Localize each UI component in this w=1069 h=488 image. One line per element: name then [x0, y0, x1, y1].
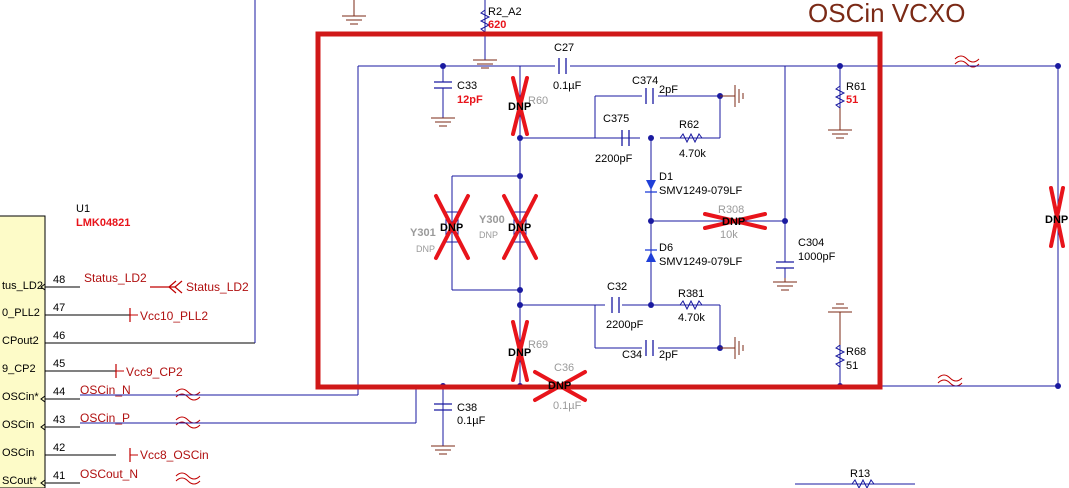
c36-value: 0.1µF: [553, 400, 582, 412]
y301-dnp: DNP: [440, 222, 463, 234]
vcxo-highlight-box: [315, 31, 883, 390]
r13-ref: R13: [850, 468, 870, 480]
varactor-d6-icon: [645, 249, 657, 262]
r69-ref: R69: [528, 339, 548, 351]
d1-ref: D1: [659, 171, 673, 183]
r381-ref: R381: [678, 288, 704, 300]
c32-value: 2200pF: [606, 319, 644, 331]
net-status-ld2: Status_LD2: [84, 271, 147, 285]
c34-value: 2pF: [659, 349, 678, 361]
varactor-d1-icon: [645, 180, 657, 193]
net-vcc10: Vcc10_PLL2: [140, 309, 208, 323]
pin-wires: [40, 283, 255, 487]
pin-43-num: 43: [53, 414, 65, 426]
right-dnp-label: DNP: [1045, 214, 1068, 226]
y301-ref: Y301: [410, 227, 436, 239]
net-vcc8: Vcc8_OSCin: [140, 448, 209, 462]
r2-ref: R2_A2: [488, 6, 522, 18]
diff-pair-icon: [175, 55, 980, 485]
pin-45-num: 45: [53, 358, 65, 370]
c27-value: 0.1µF: [553, 80, 582, 92]
c36-dnp: DNP: [548, 380, 571, 392]
c33-value: 12pF: [457, 94, 483, 106]
r308-dnp: DNP: [722, 216, 745, 228]
pin-47-num: 47: [53, 302, 65, 314]
capacitor-symbols: [434, 58, 794, 411]
pin-48-num: 48: [53, 274, 65, 286]
y301-value: DNP: [416, 244, 435, 254]
r60-dnp: DNP: [508, 101, 531, 113]
pin-48-name: tus_LD2: [2, 280, 43, 292]
u1-chip-body: [0, 215, 46, 488]
pin-43-name: OSCin: [2, 419, 34, 431]
pin-47-name: 0_PLL2: [2, 307, 40, 319]
r60-ref: R60: [528, 95, 548, 107]
net-oscin-n: OSCin_N: [80, 383, 131, 397]
pin-46-num: 46: [53, 330, 65, 342]
c32-ref: C32: [607, 281, 627, 293]
c34-ref: C34: [622, 349, 642, 361]
pin-42-name: OSCin: [2, 447, 34, 459]
net-oscout-n: OSCout_N: [80, 467, 138, 481]
c304-ref: C304: [798, 237, 824, 249]
r68-value: 51: [846, 360, 858, 372]
pin-44-num: 44: [53, 386, 65, 398]
y300-value: DNP: [479, 230, 498, 240]
c33-ref: C33: [457, 80, 477, 92]
ground-symbols: [342, 0, 852, 455]
c38-value: 0.1µF: [457, 415, 486, 427]
pin-42-num: 42: [53, 442, 65, 454]
r62-ref: R62: [679, 119, 699, 131]
c375-value: 2200pF: [595, 153, 633, 165]
crystal-symbols: [445, 211, 527, 243]
pin-44-name: OSCin*: [2, 391, 39, 403]
pin-45-name: 9_CP2: [2, 363, 36, 375]
r61-value: 51: [846, 94, 858, 106]
net-vcc9: Vcc9_CP2: [126, 365, 183, 379]
r308-ref: R308: [718, 204, 744, 216]
r2-value: 620: [488, 19, 506, 31]
section-title: OSCin VCXO: [808, 0, 966, 28]
d6-ref: D6: [659, 242, 673, 254]
r61-ref: R61: [846, 81, 866, 93]
status-ld2-arrow-icon: [150, 280, 183, 294]
r381-value: 4.70k: [678, 312, 705, 324]
u1-part: LMK04821: [76, 217, 130, 229]
pin-41-name: SCout*: [2, 475, 38, 487]
c374-ref: C374: [632, 75, 658, 87]
c304-value: 1000pF: [798, 251, 836, 263]
r62-value: 4.70k: [679, 148, 706, 160]
pin-41-num: 41: [53, 470, 65, 482]
y300-ref: Y300: [479, 214, 505, 226]
c374-value: 2pF: [659, 84, 678, 96]
net-status-ld2-port: Status_LD2: [186, 280, 249, 294]
r308-value: 10k: [720, 229, 738, 241]
y300-dnp: DNP: [508, 222, 531, 234]
net-oscin-p: OSCin_P: [80, 411, 130, 425]
pin-46-name: CPout2: [2, 335, 39, 347]
resistor-symbols: [479, 9, 875, 488]
c375-ref: C375: [603, 113, 629, 125]
c38-ref: C38: [457, 402, 477, 414]
r68-ref: R68: [846, 346, 866, 358]
c27-ref: C27: [554, 42, 574, 54]
d6-value: SMV1249-079LF: [659, 256, 742, 268]
u1-ref: U1: [76, 203, 90, 215]
c36-ref: C36: [554, 362, 574, 374]
d1-value: SMV1249-079LF: [659, 185, 742, 197]
r69-dnp: DNP: [508, 347, 531, 359]
